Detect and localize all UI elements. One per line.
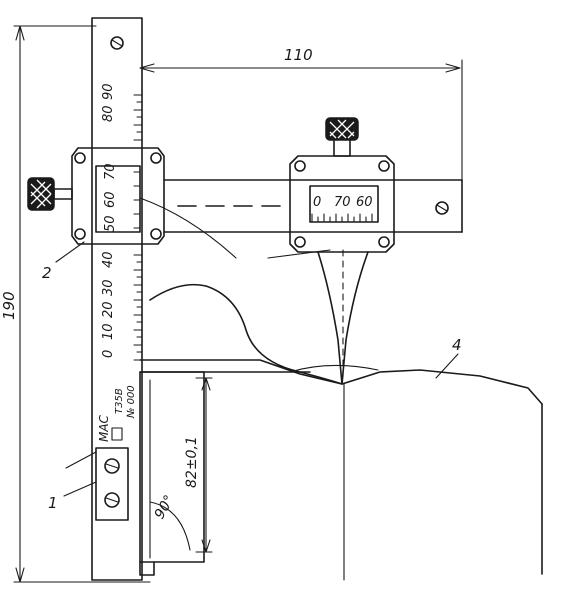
scale-label-50: 50 — [103, 215, 118, 232]
scale-label-20: 20 — [101, 301, 116, 318]
top-screw — [110, 36, 124, 50]
dial-label-0: 0 — [313, 195, 321, 210]
plate-serial: № 000 — [126, 385, 137, 419]
dial-screw-br — [378, 236, 390, 248]
width-arrow-left — [139, 63, 155, 73]
dial-body — [289, 155, 395, 253]
left-knob — [27, 177, 73, 211]
slider-leader — [139, 197, 237, 259]
slider-2-window — [95, 165, 141, 233]
top-screw-slot — [111, 39, 123, 47]
base-foot — [139, 561, 155, 576]
callout-2-label: 2 — [42, 264, 52, 282]
scale-label-70: 70 — [103, 163, 118, 180]
dial-label-70: 70 — [334, 195, 351, 210]
width-dimension: 110 — [139, 46, 463, 183]
scale-label-0: 0 — [101, 350, 116, 358]
slider-2-screw-bl — [74, 228, 86, 240]
plate-stamp — [111, 427, 123, 441]
plate-brand: МАС — [97, 414, 111, 442]
callout-4-leader — [435, 353, 459, 379]
arm-end-screw — [435, 201, 449, 215]
scale-label-80: 80 — [101, 105, 116, 122]
dial-screw-bl — [294, 236, 306, 248]
horizontal-arm — [163, 179, 463, 233]
slider-2: 50 60 70 — [71, 147, 165, 245]
dial-leader — [267, 249, 331, 259]
vertical-rule-body — [91, 17, 143, 581]
base-block-body — [139, 371, 205, 563]
workpiece-profile-curve — [149, 283, 343, 385]
height-dimension: 1 90 — [0, 25, 151, 583]
dial-screw-tr — [378, 160, 390, 172]
left-knob-knurl — [30, 179, 52, 209]
angle-value: 90° — [152, 492, 178, 522]
workpiece-top-edge — [139, 359, 543, 405]
plate-model: Т35В — [114, 388, 125, 414]
callout-2-leader — [55, 241, 85, 263]
scale-label-30: 30 — [101, 279, 116, 296]
depth-value: 82±0,1 — [184, 436, 200, 488]
arm-end-screw-slot — [436, 204, 448, 212]
base-block: 82±0,1 90° — [139, 371, 213, 576]
depth-arrow-bottom — [201, 539, 211, 553]
dial-screw-tl — [294, 160, 306, 172]
dial-knob-knurl — [329, 119, 355, 139]
scale-label-90: 90 — [101, 83, 116, 100]
callout-1-label: 1 — [48, 494, 58, 512]
width-value: 110 — [284, 46, 313, 64]
callouts: 2 1 4 — [42, 197, 462, 512]
slider-2-body — [71, 147, 165, 245]
slider-2-screw-tl — [74, 152, 86, 164]
left-knob-stem — [53, 188, 73, 200]
nameplate: МАС Т35В № 000 — [97, 385, 137, 442]
height-value: 190 — [0, 291, 18, 320]
clamp-1-body — [95, 447, 129, 521]
slider-2-screw-br — [150, 228, 162, 240]
workpiece — [139, 283, 543, 581]
callout-4-label: 4 — [452, 336, 462, 354]
scale-label-40: 40 — [101, 251, 116, 268]
depth-arrow-top — [201, 377, 211, 391]
dial-indicator: 0 70 60 — [289, 117, 395, 385]
dial-knob-head — [325, 117, 359, 141]
callout-1-leader — [63, 481, 97, 497]
clamp-1-screw-top — [104, 458, 120, 474]
dial-label-60: 60 — [356, 195, 373, 210]
workpiece-profile-fill — [289, 364, 379, 373]
scale-label-10: 10 — [101, 323, 116, 340]
angle-arc — [149, 501, 191, 551]
scale-label-60: 60 — [103, 191, 118, 208]
width-arrow-right — [445, 63, 461, 73]
slider-2-screw-tr — [150, 152, 162, 164]
dial-window — [309, 185, 379, 223]
callout-1-leader-2 — [65, 451, 97, 469]
clamp-1 — [95, 447, 129, 521]
vertical-rule: 0 10 20 30 40 80 90 — [91, 17, 143, 581]
clamp-1-screw-bottom — [104, 492, 120, 508]
